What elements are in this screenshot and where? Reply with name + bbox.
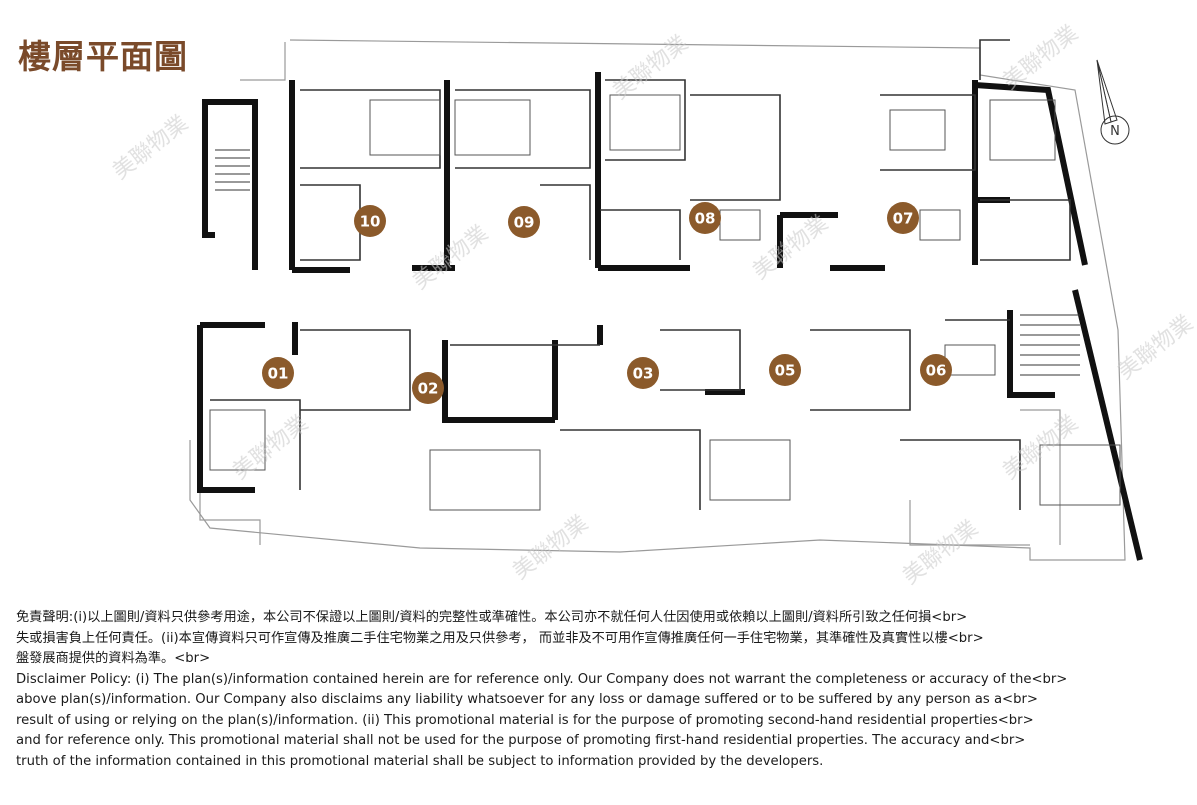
unit-label-06: 06 [926, 362, 947, 380]
disclaimer: 免責聲明:(i)以上圖則/資料只供參考用途，本公司不保證以上圖則/資料的完整性或… [16, 608, 1186, 772]
unit-marker-01 [262, 357, 294, 389]
staircase [215, 149, 1080, 376]
unit-marker-02 [412, 372, 444, 404]
disclaimer-zh-line: 盤發展商提供的資料為準。<br> [16, 651, 211, 666]
unit-marker-03 [627, 357, 659, 389]
unit-marker-08 [689, 202, 721, 234]
watermark-text: 美聯物業 [998, 411, 1083, 485]
watermark-text: 美聯物業 [608, 31, 693, 105]
unit-markers: 10 09 08 07 01 02 03 05 06 [262, 202, 952, 404]
unit-label-07: 07 [893, 210, 914, 228]
disclaimer-zh-line: 失或損害負上任何責任。(ii)本宣傳資料只可作宣傳及推廣二手住宅物業之用及只供參… [16, 630, 984, 646]
unit-marker-10 [354, 205, 386, 237]
unit-label-03: 03 [633, 365, 654, 383]
furniture [209, 94, 1121, 511]
watermark-text: 美聯物業 [508, 511, 593, 585]
unit-label-05: 05 [775, 362, 796, 380]
unit-marker-06 [920, 354, 952, 386]
unit-label-01: 01 [268, 365, 289, 383]
disclaimer-en-line: above plan(s)/information. Our Company a… [16, 692, 1038, 707]
unit-marker-05 [769, 354, 801, 386]
compass-icon: N [1096, 59, 1130, 145]
structural-walls [197, 72, 1143, 561]
watermark-text: 美聯物業 [1113, 311, 1197, 385]
unit-label-10: 10 [360, 213, 381, 231]
disclaimer-en-line: and for reference only. This promotional… [16, 733, 1026, 748]
page-title: 樓層平面圖 [18, 37, 188, 76]
unit-marker-07 [887, 202, 919, 234]
compass-label: N [1110, 124, 1120, 139]
watermark-text: 美聯物業 [998, 21, 1083, 95]
corridor [195, 270, 1090, 322]
disclaimer-en-line: result of using or relying on the plan(s… [16, 712, 1034, 728]
interior-partitions [210, 39, 1071, 510]
unit-label-08: 08 [695, 210, 716, 228]
unit-label-02: 02 [418, 380, 439, 398]
watermark-text: 美聯物業 [898, 516, 983, 590]
unit-label-09: 09 [514, 214, 535, 232]
watermark-text: 美聯物業 [108, 111, 193, 185]
disclaimer-en-line: Disclaimer Policy: (i) The plan(s)/infor… [16, 671, 1068, 687]
floor-plan: 美聯物業 美聯物業 美聯物業 美聯物業 美聯物業 美聯物業 美聯物業 美聯物業 … [108, 21, 1197, 590]
unit-marker-09 [508, 206, 540, 238]
disclaimer-en-line: truth of the information contained in th… [16, 753, 824, 769]
disclaimer-zh-line: 免責聲明:(i)以上圖則/資料只供參考用途，本公司不保證以上圖則/資料的完整性或… [16, 610, 968, 625]
